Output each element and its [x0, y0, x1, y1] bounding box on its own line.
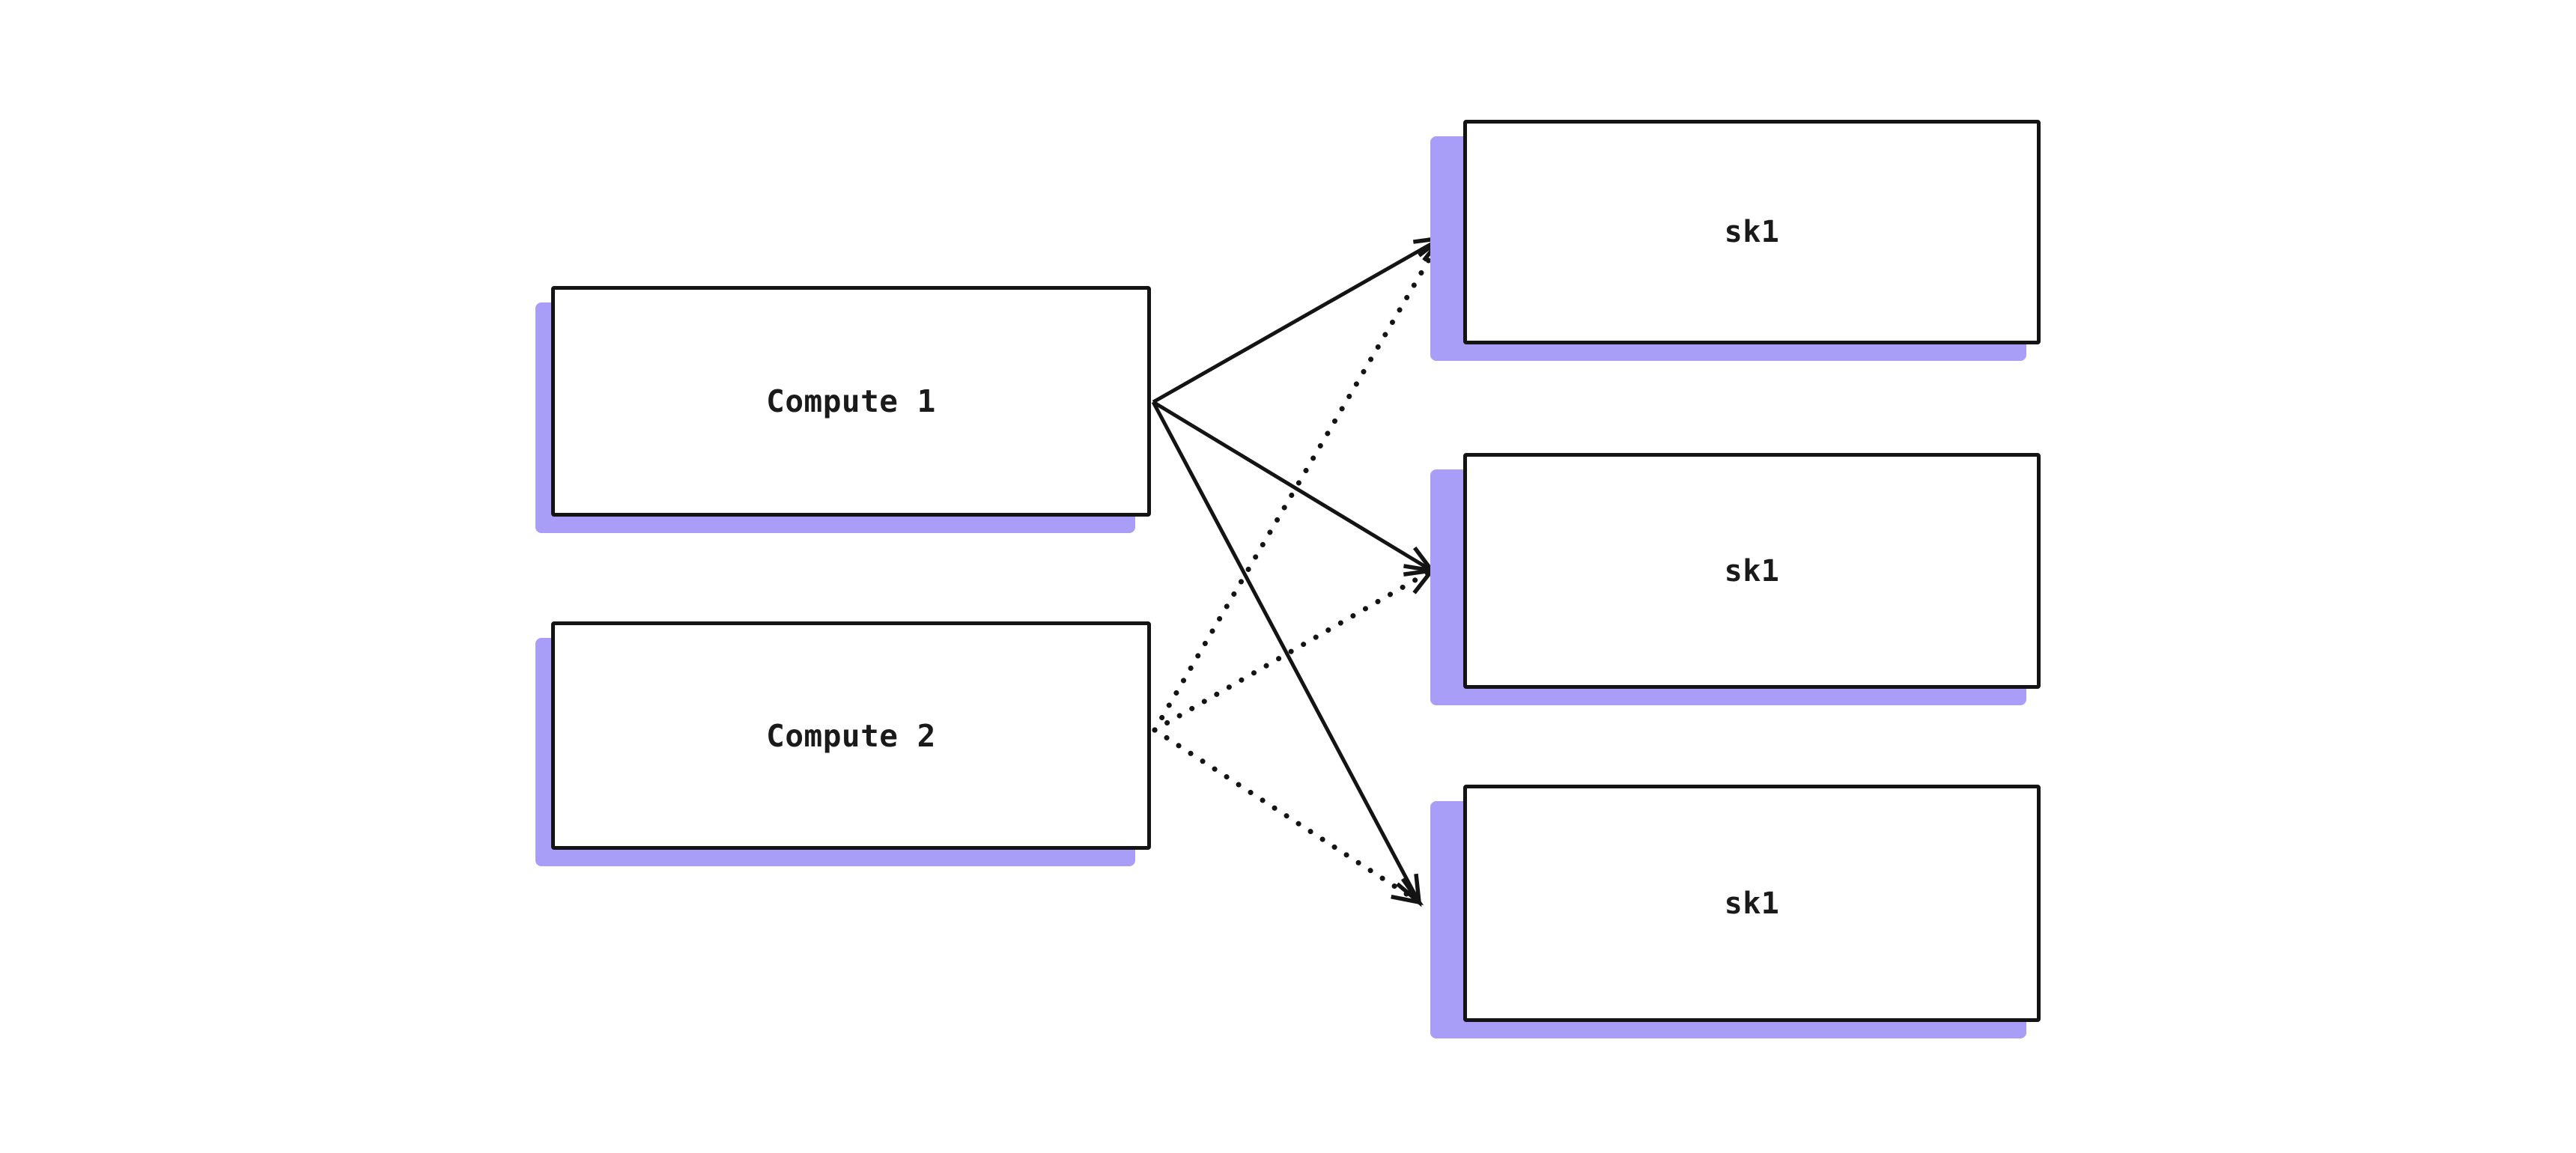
edge-compute2-to-sk1_b — [1152, 568, 1437, 733]
node-label-compute1: Compute 1 — [766, 383, 936, 419]
edge-arrowhead — [1403, 568, 1437, 594]
edge-compute1-to-sk1_b — [1152, 400, 1437, 574]
node-compute1[interactable]: Compute 1 — [551, 286, 1151, 517]
edge-compute1-to-sk1_a — [1152, 235, 1447, 404]
node-label-sk1-c: sk1 — [1724, 886, 1780, 921]
edge-line — [1152, 239, 1442, 733]
node-sk1-b[interactable]: sk1 — [1463, 453, 2041, 689]
edge-compute2-to-sk1_c — [1152, 727, 1424, 906]
node-compute2[interactable]: Compute 2 — [551, 621, 1151, 850]
edge-arrowhead — [1391, 877, 1424, 906]
edge-line — [1152, 727, 1418, 903]
edge-line — [1152, 400, 1430, 571]
node-sk1-c[interactable]: sk1 — [1463, 785, 2041, 1022]
edge-arrowhead — [1396, 873, 1422, 907]
edge-line — [1151, 401, 1419, 899]
node-label-compute2: Compute 2 — [766, 717, 936, 754]
node-label-sk1-a: sk1 — [1724, 215, 1780, 249]
edge-arrowhead — [1403, 546, 1437, 574]
node-label-sk1-b: sk1 — [1724, 553, 1780, 588]
edge-line — [1152, 238, 1439, 404]
edge-compute2-to-sk1_a — [1152, 233, 1445, 733]
edge-compute1-to-sk1_c — [1151, 401, 1422, 907]
node-sk1-a[interactable]: sk1 — [1463, 120, 2041, 344]
edge-line — [1152, 570, 1431, 733]
